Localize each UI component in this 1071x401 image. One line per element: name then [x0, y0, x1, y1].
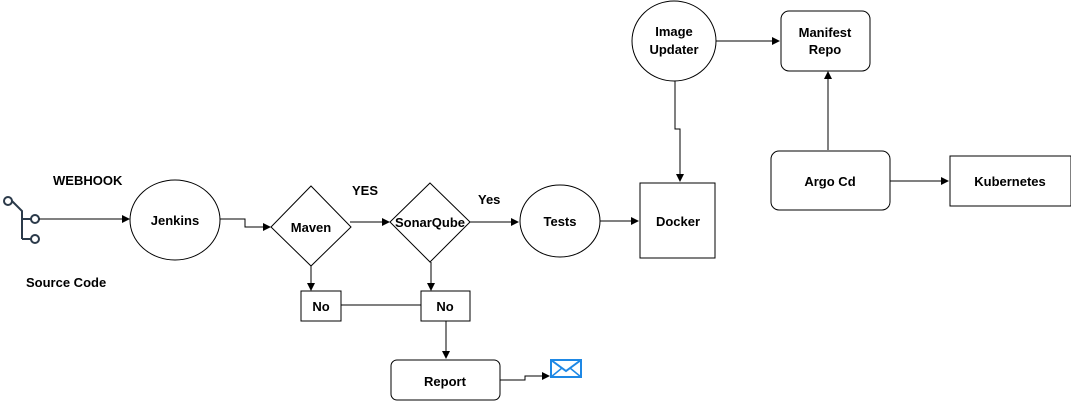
yes-mixed-label: Yes	[478, 192, 500, 207]
manifest-repo-label-line1: Manifest	[799, 25, 852, 40]
argo-cd-label: Argo Cd	[804, 174, 855, 189]
docker-label: Docker	[656, 214, 700, 229]
node-report	[390, 359, 501, 401]
node-manifest-repo	[780, 10, 871, 72]
maven-label: Maven	[291, 220, 332, 235]
kubernetes-label: Kubernetes	[974, 174, 1046, 189]
node-jenkins	[129, 179, 221, 261]
edge-report-mail	[500, 372, 550, 381]
node-no-maven	[300, 290, 342, 322]
no-sonar-label: No	[436, 299, 453, 314]
node-argo-cd	[770, 150, 891, 211]
edge-jenkins-maven	[220, 218, 271, 231]
node-kubernetes	[949, 155, 1071, 207]
yes-upper-label: YES	[352, 183, 378, 198]
edge-imageupdater-docker	[674, 80, 684, 182]
source-code-label: Source Code	[26, 275, 106, 290]
node-maven	[270, 185, 352, 267]
sonarqube-label: SonarQube	[395, 215, 465, 230]
image-updater-label-line1: Image	[655, 24, 693, 39]
node-image-updater	[631, 0, 717, 82]
node-sonarqube	[389, 182, 471, 263]
webhook-label: WEBHOOK	[53, 173, 123, 188]
node-no-sonar	[420, 290, 471, 322]
envelope-icon	[550, 359, 582, 378]
manifest-repo-label-line2: Repo	[809, 42, 842, 57]
node-docker	[639, 182, 716, 259]
report-label: Report	[424, 374, 467, 389]
tests-label: Tests	[544, 214, 577, 229]
git-branch-icon	[3, 196, 40, 244]
jenkins-label: Jenkins	[151, 213, 199, 228]
node-tests	[519, 184, 601, 258]
image-updater-label-line2: Updater	[649, 42, 698, 57]
no-maven-label: No	[312, 299, 329, 314]
